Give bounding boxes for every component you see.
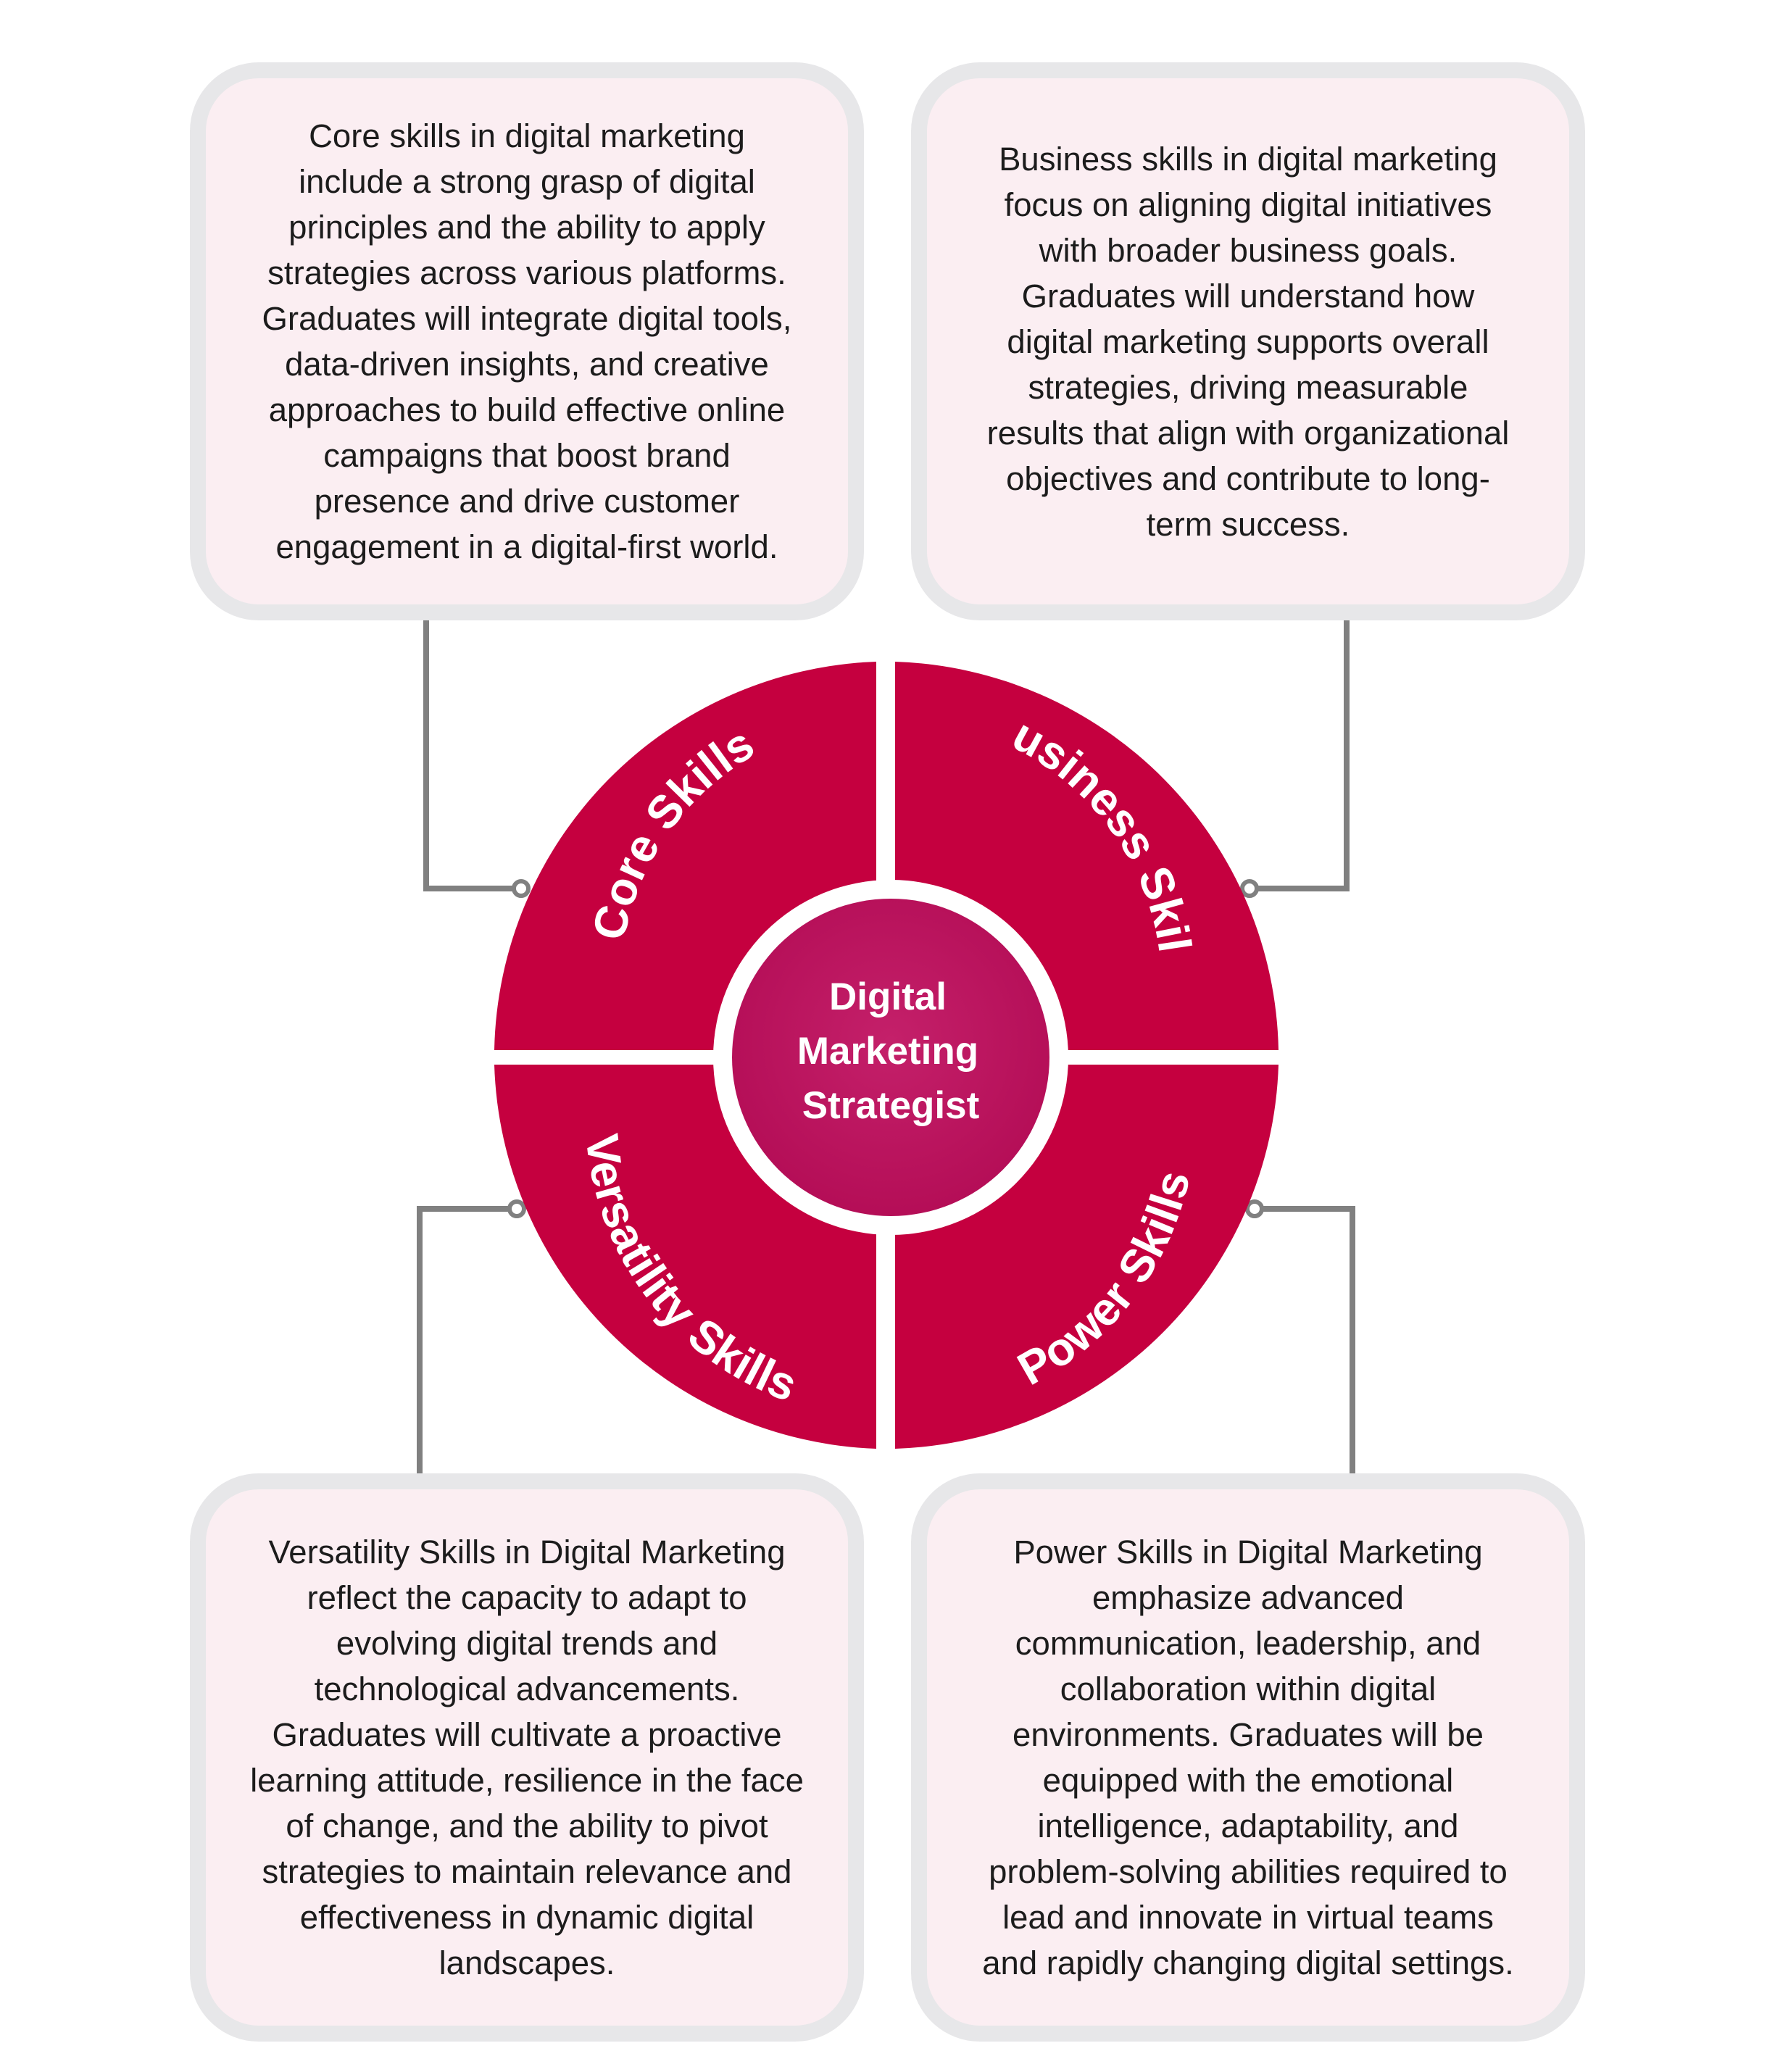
business-connector-dot [1240,879,1259,898]
connector-lines [417,620,1355,1473]
business-skills-card: Business skills in digital marketing foc… [911,62,1585,620]
core-skills-description: Core skills in digital marketing include… [262,117,792,565]
center-title-line1: Digital [829,975,947,1018]
versatility-connector [417,1206,512,1473]
core-skills-card: Core skills in digital marketing include… [190,62,864,620]
center-title-line2: Marketing [797,1030,978,1073]
connector-dots [507,879,1264,1218]
business-connector [1255,620,1350,891]
versatility-skills-description: Versatility Skills in Digital Marketing … [250,1534,804,1981]
power-skills-card: Power Skills in Digital Marketing emphas… [911,1473,1585,2042]
center-hub [732,899,1049,1216]
power-skills-description: Power Skills in Digital Marketing emphas… [982,1534,1514,1981]
core-connector-dot [512,879,531,898]
versatility-connector-dot [507,1199,526,1218]
business-skills-description: Business skills in digital marketing foc… [986,140,1510,543]
versatility-skills-card: Versatility Skills in Digital Marketing … [190,1473,864,2042]
power-connector [1259,1206,1355,1473]
center-title-line3: Strategist [802,1084,979,1127]
power-connector-dot [1245,1199,1264,1218]
core-connector [423,620,516,891]
